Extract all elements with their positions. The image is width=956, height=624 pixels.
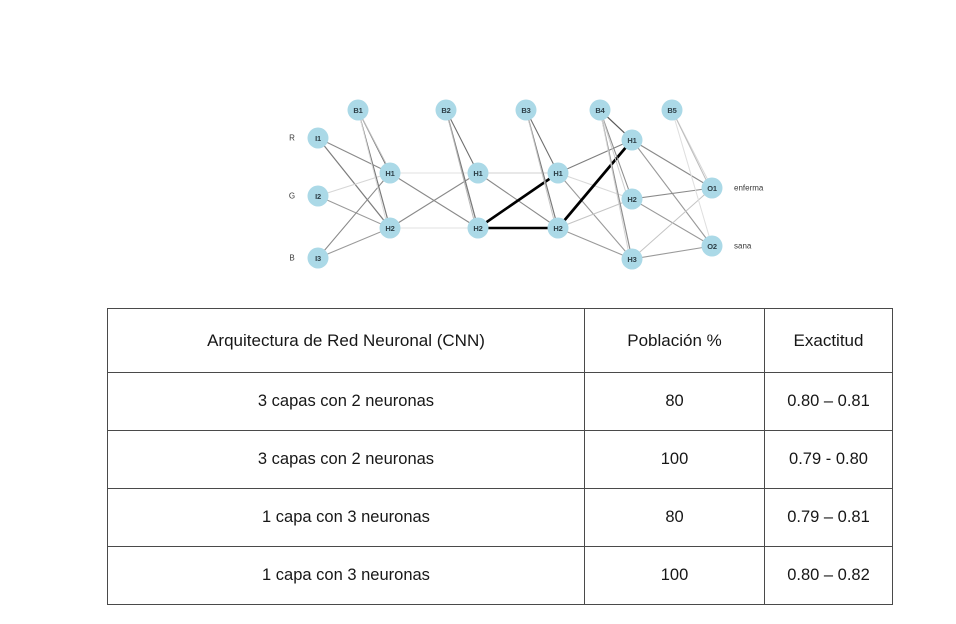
table-row: 3 capas con 2 neuronas 80 0.80 – 0.81 [107, 372, 893, 431]
cell-architecture: 1 capa con 3 neuronas [107, 546, 585, 605]
header-accuracy: Exactitud [764, 308, 893, 373]
input-side-label-r: R [289, 134, 295, 143]
cell-population: 80 [584, 372, 765, 431]
node-l1-h1: H1 [379, 162, 401, 184]
node-l1-h1-label: H1 [385, 169, 394, 178]
table-row: 1 capa con 3 neuronas 80 0.79 – 0.81 [107, 488, 893, 547]
cell-population: 100 [584, 546, 765, 605]
input-layer-nodes: I1 I2 I3 [307, 127, 329, 269]
node-l4-h1: H1 [621, 129, 643, 151]
output-layer-nodes: O1 O2 enferma sana [701, 177, 764, 257]
edges-h3-to-h4 [556, 138, 634, 260]
cell-accuracy: 0.79 - 0.80 [764, 430, 893, 489]
header-population: Población % [584, 308, 765, 373]
edges-b2 [445, 109, 479, 229]
cell-architecture: 3 capas con 2 neuronas [107, 430, 585, 489]
node-l1-h2: H2 [379, 217, 401, 239]
edges-b4 [599, 109, 633, 260]
node-b4: B4 [589, 99, 611, 121]
input-side-labels: R G B [289, 134, 295, 263]
cell-population: 100 [584, 430, 765, 489]
node-i3-label: I3 [315, 254, 321, 263]
node-b1: B1 [347, 99, 369, 121]
node-b1-label: B1 [353, 106, 362, 115]
node-b3-label: B3 [521, 106, 530, 115]
hidden-layer-4-nodes: H1 H2 H3 [621, 129, 643, 270]
table-row: 1 capa con 3 neuronas 100 0.80 – 0.82 [107, 546, 893, 605]
node-l4-h2-label: H2 [627, 195, 636, 204]
node-l2-h2: H2 [467, 217, 489, 239]
edges-b5 [671, 109, 713, 247]
edges-input-to-h1 [317, 137, 391, 259]
node-l3-h2: H2 [547, 217, 569, 239]
node-o2: O2 [701, 235, 723, 257]
neural-network-diagram: R G B I1 I2 I3 B1 [270, 78, 810, 293]
node-l2-h1-label: H1 [473, 169, 482, 178]
node-b2-label: B2 [441, 106, 450, 115]
edges-h4-to-output [631, 139, 713, 260]
node-l3-h2-label: H2 [553, 224, 562, 233]
input-side-label-g: G [289, 192, 295, 201]
output-class-label-enferma: enferma [734, 184, 764, 193]
table-header-row: Arquitectura de Red Neuronal (CNN) Pobla… [107, 308, 893, 373]
header-architecture: Arquitectura de Red Neuronal (CNN) [107, 308, 585, 373]
node-b5-label: B5 [667, 106, 676, 115]
cell-accuracy: 0.80 – 0.82 [764, 546, 893, 605]
node-l2-h2-label: H2 [473, 224, 482, 233]
output-class-label-sana: sana [734, 242, 752, 251]
input-side-label-b: B [289, 254, 294, 263]
node-l3-h1: H1 [547, 162, 569, 184]
bias-nodes: B1 B2 B3 B4 B5 [347, 99, 683, 121]
cell-architecture: 3 capas con 2 neuronas [107, 372, 585, 431]
edges-h1-to-h2 [389, 172, 479, 229]
node-i1-label: I1 [315, 134, 321, 143]
edges-group [317, 109, 713, 260]
edges-b1 [357, 109, 393, 229]
node-o1: O1 [701, 177, 723, 199]
node-b4-label: B4 [595, 106, 605, 115]
node-b5: B5 [661, 99, 683, 121]
results-table: Arquitectura de Red Neuronal (CNN) Pobla… [107, 308, 893, 605]
node-b3: B3 [515, 99, 537, 121]
node-l2-h1: H1 [467, 162, 489, 184]
edges-b3 [525, 109, 559, 229]
neural-network-svg: R G B I1 I2 I3 B1 [289, 99, 764, 270]
node-l4-h3-label: H3 [627, 255, 636, 264]
cell-architecture: 1 capa con 3 neuronas [107, 488, 585, 547]
node-l3-h1-label: H1 [553, 169, 562, 178]
cell-population: 80 [584, 488, 765, 547]
hidden-layer-2-nodes: H1 H2 [467, 162, 489, 239]
node-l4-h3: H3 [621, 248, 643, 270]
node-l1-h2-label: H2 [385, 224, 394, 233]
hidden-layer-3-nodes: H1 H2 [547, 162, 569, 239]
hidden-layer-1-nodes: H1 H2 [379, 162, 401, 239]
node-o1-label: O1 [707, 184, 717, 193]
node-o2-label: O2 [707, 242, 717, 251]
node-b2: B2 [435, 99, 457, 121]
node-l4-h2: H2 [621, 188, 643, 210]
node-i3: I3 [307, 247, 329, 269]
cell-accuracy: 0.80 – 0.81 [764, 372, 893, 431]
cell-accuracy: 0.79 – 0.81 [764, 488, 893, 547]
table-row: 3 capas con 2 neuronas 100 0.79 - 0.80 [107, 430, 893, 489]
edges-h2-to-h3 [476, 171, 560, 230]
node-i1: I1 [307, 127, 329, 149]
node-l4-h1-label: H1 [627, 136, 636, 145]
node-i2: I2 [307, 185, 329, 207]
node-i2-label: I2 [315, 192, 321, 201]
